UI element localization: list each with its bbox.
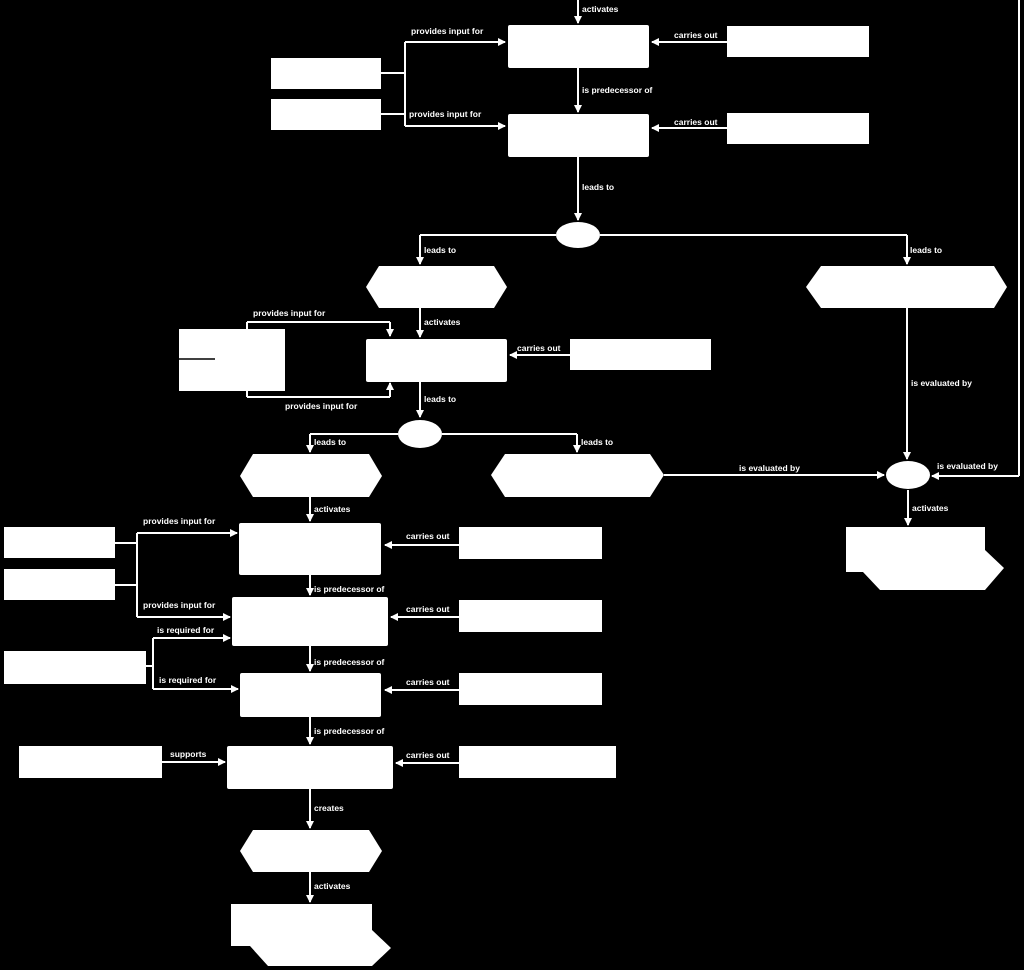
label-provides-input-1: provides input for — [411, 26, 484, 36]
process-interface-2[interactable] — [231, 904, 391, 966]
label-provides-input-2: provides input for — [409, 109, 482, 119]
label-provides-input-3: provides input for — [253, 308, 326, 318]
supporting-system[interactable] — [19, 746, 162, 778]
event-hexagon-1[interactable] — [366, 266, 507, 308]
label-provides-input-6: provides input for — [143, 600, 216, 610]
label-is-required-2: is required for — [159, 675, 217, 685]
event-hexagon-2[interactable] — [806, 266, 1007, 308]
edges — [115, 0, 1020, 903]
event-hexagon-4[interactable] — [491, 454, 664, 497]
org-unit-1[interactable] — [727, 26, 869, 57]
label-leads-to-3: leads to — [910, 245, 942, 255]
label-carries-out-2: carries out — [674, 117, 718, 127]
input-document-3[interactable] — [179, 329, 285, 391]
label-leads-to-1: leads to — [582, 182, 614, 192]
function-box-5[interactable] — [232, 597, 388, 646]
input-document-4[interactable] — [4, 527, 115, 558]
function-box-3[interactable] — [366, 339, 507, 382]
label-carries-out-7: carries out — [406, 750, 450, 760]
label-carries-out-4: carries out — [406, 531, 450, 541]
label-carries-out-5: carries out — [406, 604, 450, 614]
required-resource[interactable] — [4, 651, 146, 684]
label-leads-to-2: leads to — [424, 245, 456, 255]
label-predecessor-1: is predecessor of — [582, 85, 653, 95]
org-unit-2[interactable] — [727, 113, 869, 144]
function-box-2[interactable] — [508, 114, 649, 157]
connector-1[interactable] — [556, 222, 600, 248]
label-predecessor-4: is predecessor of — [314, 726, 385, 736]
label-activates-2: activates — [424, 317, 461, 327]
function-box-1[interactable] — [508, 25, 649, 68]
connector-2[interactable] — [398, 420, 442, 448]
label-activates-top: activates — [582, 4, 619, 14]
label-creates: creates — [314, 803, 344, 813]
edge-labels: activates provides input for carries out… — [143, 4, 998, 891]
function-box-6[interactable] — [240, 673, 381, 717]
label-is-evaluated-by-1: is evaluated by — [911, 378, 972, 388]
label-predecessor-2: is predecessor of — [314, 584, 385, 594]
function-box-7[interactable] — [227, 746, 393, 789]
label-carries-out-6: carries out — [406, 677, 450, 687]
label-activates-3: activates — [912, 503, 949, 513]
label-is-required-1: is required for — [157, 625, 215, 635]
org-unit-6[interactable] — [459, 673, 602, 705]
label-leads-to-5: leads to — [314, 437, 346, 447]
label-provides-input-4: provides input for — [285, 401, 358, 411]
nodes — [4, 25, 1007, 966]
org-unit-3[interactable] — [570, 339, 711, 370]
process-interface-1[interactable] — [846, 527, 1004, 590]
label-is-evaluated-by-3: is evaluated by — [937, 461, 998, 471]
label-predecessor-3: is predecessor of — [314, 657, 385, 667]
label-supports: supports — [170, 749, 207, 759]
label-provides-input-5: provides input for — [143, 516, 216, 526]
connector-3[interactable] — [886, 461, 930, 489]
label-leads-to-6: leads to — [581, 437, 613, 447]
org-unit-7[interactable] — [459, 746, 616, 778]
org-unit-5[interactable] — [459, 600, 602, 632]
function-box-4[interactable] — [239, 523, 381, 575]
label-carries-out-1: carries out — [674, 30, 718, 40]
label-carries-out-3: carries out — [517, 343, 561, 353]
label-leads-to-4: leads to — [424, 394, 456, 404]
label-activates-5: activates — [314, 881, 351, 891]
input-document-1[interactable] — [271, 58, 381, 89]
org-unit-4[interactable] — [459, 527, 602, 559]
event-hexagon-5[interactable] — [240, 830, 382, 872]
input-document-5[interactable] — [4, 569, 115, 600]
event-hexagon-3[interactable] — [240, 454, 382, 497]
input-document-2[interactable] — [271, 99, 381, 130]
label-is-evaluated-by-2: is evaluated by — [739, 463, 800, 473]
label-activates-4: activates — [314, 504, 351, 514]
